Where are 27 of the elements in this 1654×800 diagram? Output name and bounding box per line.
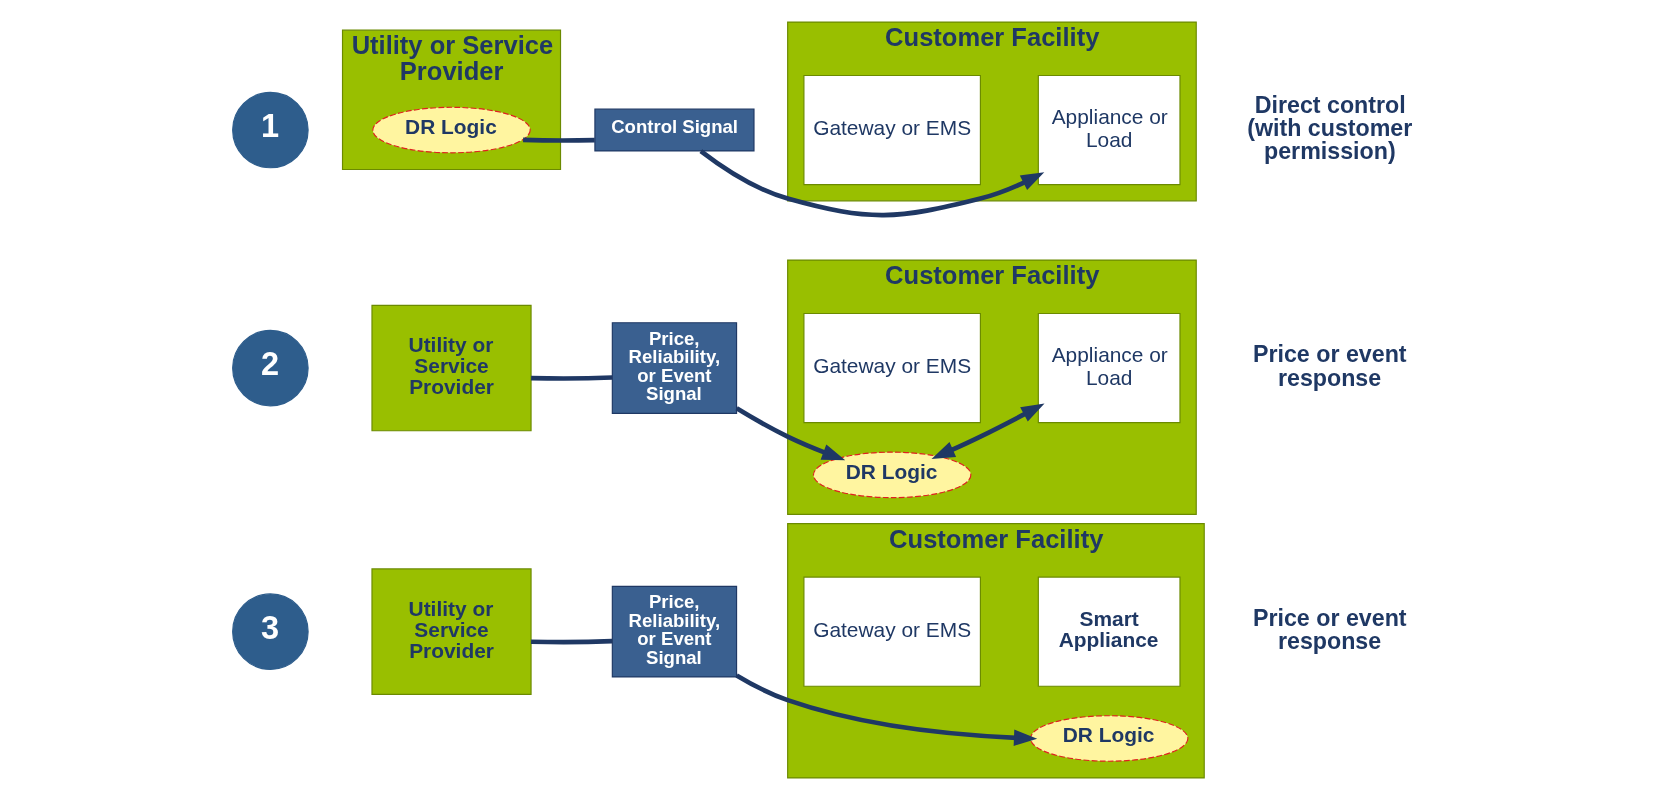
connector [523,137,595,143]
connector [531,638,613,645]
node-box: Smart Appliance [1037,576,1181,687]
node-ellipse: DR Logic [372,106,531,154]
arrow [735,673,1038,746]
node-box: Appliance or Load [1037,312,1181,424]
arrow [735,406,846,461]
label: Direct control (with customer permission) [1247,91,1413,165]
node-box: Gateway or EMS [803,576,981,687]
label: Price or event response [1252,341,1407,391]
node-box: Price, Reliability, or Event Signal [611,322,738,414]
node-circle: 1 [232,91,309,169]
node-box: Control Signal [594,108,755,152]
node-box: Appliance or Load [1037,74,1181,186]
arrow [699,149,1045,218]
node-box: Utility or Service Provider [371,304,532,432]
node-box: Gateway or EMS [803,74,981,186]
node-circle: 2 [232,329,309,407]
arrow [931,403,1045,459]
node-ellipse: DR Logic [1029,715,1189,762]
label: Price or event response [1252,604,1407,655]
node-box: Utility or Service Provider [371,568,532,695]
node-box: Price, Reliability, or Event Signal [611,585,738,678]
node-box: Gateway or EMS [803,312,981,424]
node-ellipse: DR Logic [812,451,972,499]
connector [531,375,613,381]
node-circle: 3 [232,593,309,670]
